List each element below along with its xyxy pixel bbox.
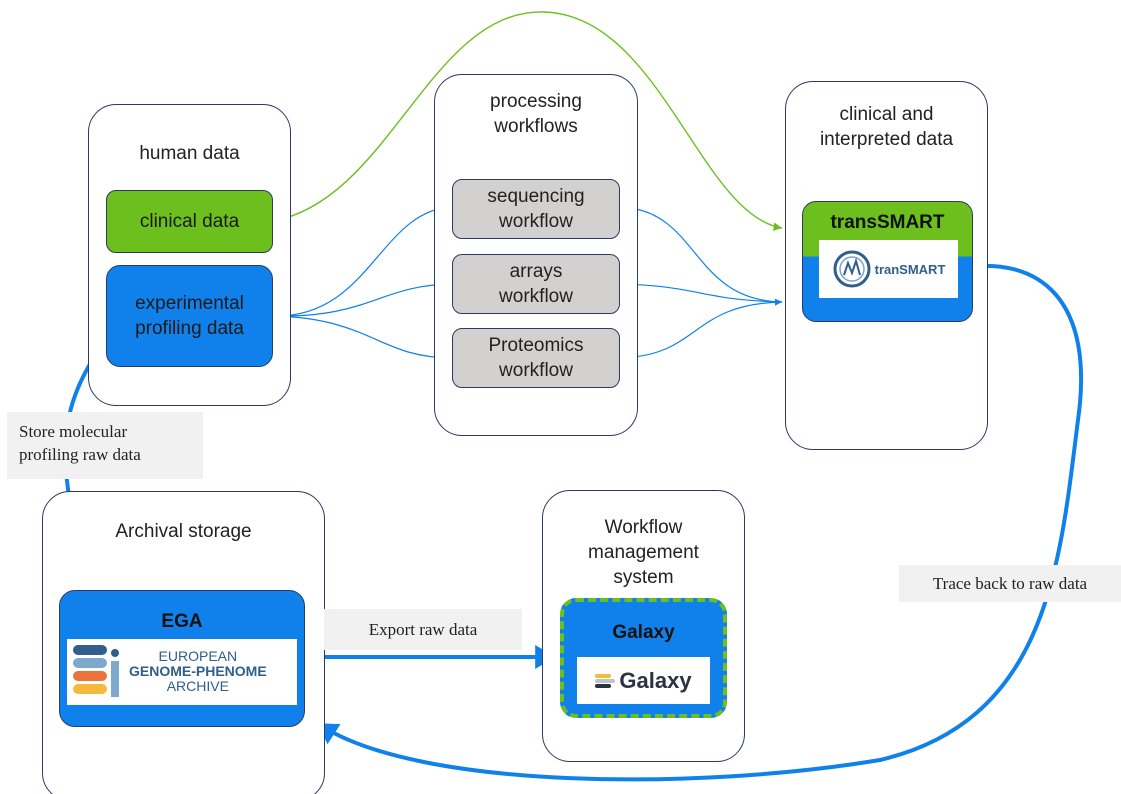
ega-emblem-icon <box>73 645 119 697</box>
transmart-logo-text: tranSMART <box>874 261 946 277</box>
ega-node[interactable]: EGA EUROPEAN GENOME-PHENOME ARCHIVE <box>59 590 305 727</box>
galaxy-caption: Galaxy <box>612 622 675 643</box>
clinical-to-transmart-link <box>272 11 783 231</box>
ega-caption: EGA <box>161 611 203 632</box>
store-raw-data-label: Store molecular profiling raw data <box>7 412 203 479</box>
experimental-to-sequencing-link <box>273 206 453 317</box>
experimental-to-proteomics-link <box>273 315 453 359</box>
transmart-node[interactable]: transSMART tranSMART <box>802 201 973 322</box>
experimental-profiling-label: experimental profiling data <box>135 293 244 339</box>
ega-logo-line-3: ARCHIVE <box>166 678 229 694</box>
transmart-caption: transSMART <box>830 212 945 233</box>
arrays-workflow-node[interactable]: arrays workflow <box>452 254 620 314</box>
export-raw-data-label: Export raw data <box>324 609 522 650</box>
galaxy-logo-text: Galaxy <box>619 668 692 693</box>
galaxy-logo: Galaxy <box>577 657 710 704</box>
ega-logo-line-1: EUROPEAN <box>158 648 238 664</box>
sequencing-workflow-node[interactable]: sequencing workflow <box>452 179 620 239</box>
clinical-data-label: clinical data <box>139 211 240 232</box>
workflow-management-title: Workflow management system <box>588 517 699 588</box>
proteomics-workflow-node[interactable]: Proteomics workflow <box>452 328 620 388</box>
ega-logo-line-2: GENOME-PHENOME <box>129 663 267 679</box>
processing-workflows-title: processing workflows <box>490 91 582 137</box>
arrays-to-transmart-link <box>619 283 783 303</box>
proteomics-to-transmart-link <box>619 298 783 359</box>
ega-logo: EUROPEAN GENOME-PHENOME ARCHIVE <box>67 639 297 705</box>
archival-storage-title: Archival storage <box>115 521 252 542</box>
galaxy-emblem-icon <box>595 673 616 688</box>
sequencing-to-transmart-link <box>619 206 783 303</box>
arrays-workflow-label: arrays workflow <box>499 261 573 307</box>
sequencing-workflow-label: sequencing workflow <box>487 186 585 232</box>
experimental-to-arrays-link <box>273 283 453 317</box>
transmart-logo: tranSMART <box>819 240 958 298</box>
trace-back-label: Trace back to raw data <box>899 565 1121 602</box>
trace-back-arrow <box>317 263 1084 782</box>
human-data-title: human data <box>139 143 240 164</box>
galaxy-node[interactable]: Galaxy Galaxy <box>560 598 727 718</box>
proteomics-workflow-label: Proteomics workflow <box>488 335 584 381</box>
clinical-interpreted-title: clinical and interpreted data <box>819 104 954 150</box>
transmart-emblem-icon <box>833 250 871 288</box>
clinical-data-node[interactable]: clinical data <box>106 190 273 253</box>
experimental-profiling-node[interactable]: experimental profiling data <box>106 265 273 367</box>
